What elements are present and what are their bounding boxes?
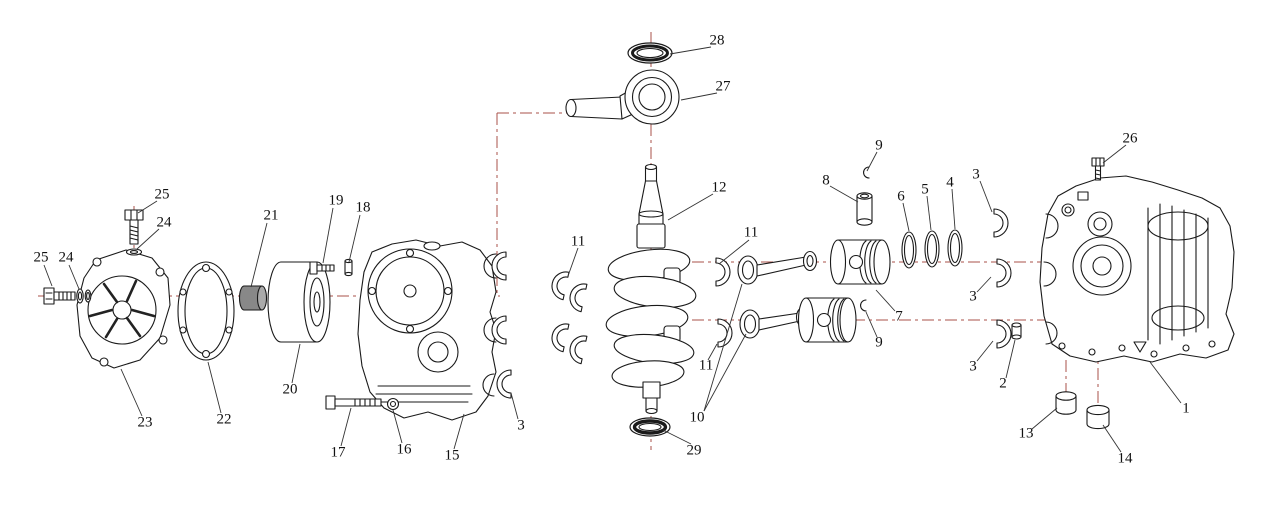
cap-14-drawing xyxy=(1086,404,1110,430)
callout-20: 20 xyxy=(282,381,298,398)
washers-24-left-drawing xyxy=(76,288,92,304)
callout-3-bottom-left: 3 xyxy=(517,417,525,434)
callout-24-left: 24 xyxy=(58,249,74,266)
callout-16: 16 xyxy=(396,441,412,458)
callout-28: 28 xyxy=(709,32,725,49)
bolt-25-left-drawing xyxy=(43,287,76,305)
bolt-26-drawing xyxy=(1091,157,1105,181)
callout-12: 12 xyxy=(711,179,727,196)
washer-16-drawing xyxy=(386,397,400,411)
bearing-shells-drawing xyxy=(491,208,1012,399)
callout-11-left: 11 xyxy=(570,233,586,250)
pin-18-drawing xyxy=(344,258,353,277)
crankcase-left-drawing xyxy=(357,239,497,421)
callout-18: 18 xyxy=(355,199,371,216)
callout-9-top: 9 xyxy=(875,137,883,154)
callout-9-lower: 9 xyxy=(875,334,883,351)
callout-14: 14 xyxy=(1117,450,1133,467)
piston-rings-drawing xyxy=(901,229,963,269)
callout-29: 29 xyxy=(686,442,702,459)
callout-27: 27 xyxy=(715,78,731,95)
washer-24-top-drawing xyxy=(125,248,143,256)
crankshaft-upper-assembly-drawing xyxy=(565,69,680,125)
seal-ring-lower-drawing xyxy=(629,417,671,437)
callout-10: 10 xyxy=(689,409,705,426)
seal-ring-upper-drawing xyxy=(627,42,673,64)
pump-cover-drawing xyxy=(76,249,171,369)
callout-25-top: 25 xyxy=(154,186,170,203)
callout-5: 5 xyxy=(921,181,929,198)
callout-11-lower-center: 11 xyxy=(698,357,714,374)
callout-26: 26 xyxy=(1122,130,1138,147)
callout-13: 13 xyxy=(1018,425,1034,442)
bolt-17-drawing xyxy=(325,395,382,410)
callout-3-mid-right: 3 xyxy=(969,288,977,305)
crankshaft-drawing xyxy=(605,163,697,415)
callout-3-lower-right: 3 xyxy=(969,358,977,375)
bolt-25-top-drawing xyxy=(124,209,144,245)
callout-21: 21 xyxy=(263,207,279,224)
callout-6: 6 xyxy=(897,188,905,205)
callout-1: 1 xyxy=(1182,400,1190,417)
center-lines xyxy=(38,32,1099,450)
callout-24-top: 24 xyxy=(156,214,172,231)
callout-3-top-right: 3 xyxy=(972,166,980,183)
piston-pin-drawing xyxy=(856,192,873,226)
callout-15: 15 xyxy=(444,447,460,464)
callout-8: 8 xyxy=(822,172,830,189)
callout-22: 22 xyxy=(216,411,232,428)
callout-19: 19 xyxy=(328,192,344,209)
callout-23: 23 xyxy=(137,414,153,431)
bushing-drawing xyxy=(238,285,268,311)
rotor-drawing xyxy=(267,261,331,343)
callout-11-upper-right: 11 xyxy=(743,224,759,241)
cap-13-drawing xyxy=(1055,391,1077,415)
bolt-19-drawing xyxy=(309,261,335,275)
leader-lines xyxy=(43,46,1182,453)
pin-clips-drawing xyxy=(860,166,870,312)
callout-4: 4 xyxy=(946,174,954,191)
dowel-2-drawing xyxy=(1011,322,1022,340)
callout-17: 17 xyxy=(330,444,346,461)
connecting-rod-piston-lower-drawing xyxy=(739,297,857,343)
callout-2: 2 xyxy=(999,375,1007,392)
callout-7: 7 xyxy=(895,308,903,325)
callout-25-left: 25 xyxy=(33,249,49,266)
connecting-rod-piston-upper-drawing xyxy=(737,239,891,285)
gasket-drawing xyxy=(177,261,235,361)
crankcase-right-drawing xyxy=(1039,175,1235,363)
